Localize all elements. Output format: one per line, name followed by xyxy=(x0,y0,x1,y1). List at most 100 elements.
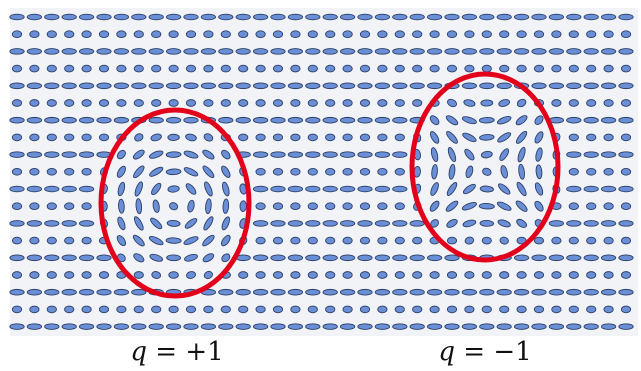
spin-arrow xyxy=(603,202,614,211)
spin-arrow xyxy=(221,216,230,231)
spin-arrow xyxy=(169,202,179,211)
spin-arrow xyxy=(148,82,164,90)
spin-arrow xyxy=(461,48,478,55)
spin-arrow xyxy=(566,48,582,55)
charge-value: = +1 xyxy=(147,337,224,367)
spin-arrow xyxy=(151,271,162,279)
spin-arrow xyxy=(185,30,197,39)
spin-arrow xyxy=(252,254,269,262)
spin-arrow xyxy=(46,236,57,245)
spin-arrow xyxy=(252,220,269,227)
spin-arrow xyxy=(29,30,40,39)
spin-arrow xyxy=(374,116,391,124)
spin-arrow xyxy=(290,236,301,245)
spin-arrow xyxy=(252,82,269,90)
spin-arrow xyxy=(586,305,597,314)
spin-arrow xyxy=(96,48,112,55)
spin-arrow xyxy=(568,64,579,73)
spin-arrow xyxy=(252,288,269,296)
spin-arrow xyxy=(568,202,579,211)
spin-arrow xyxy=(462,183,476,195)
spin-arrow xyxy=(132,234,145,247)
spin-arrow xyxy=(183,48,199,55)
spin-arrow xyxy=(342,99,353,107)
spin-arrow xyxy=(566,323,582,330)
spin-arrow xyxy=(551,99,562,107)
spin-arrow xyxy=(78,48,95,55)
spin-arrow xyxy=(374,323,391,330)
spin-arrow xyxy=(392,288,408,296)
spin-arrow xyxy=(44,288,60,296)
spin-arrow xyxy=(78,13,95,21)
spin-arrow xyxy=(220,234,231,247)
spin-arrow xyxy=(359,30,371,39)
spin-arrow xyxy=(98,271,110,279)
spin-arrow xyxy=(148,116,164,124)
spin-arrow xyxy=(431,164,438,180)
spin-arrow xyxy=(165,116,182,124)
spin-arrow xyxy=(167,185,180,193)
spin-arrow xyxy=(377,64,388,73)
spin-arrow xyxy=(183,236,199,245)
spin-arrow xyxy=(586,202,597,211)
spin-arrow xyxy=(357,288,373,296)
spin-arrow xyxy=(238,30,249,39)
spin-arrow xyxy=(446,236,458,245)
spin-arrow xyxy=(290,30,301,39)
spin-arrow xyxy=(150,217,163,230)
spin-arrow xyxy=(64,236,75,245)
spin-arrow xyxy=(618,151,634,158)
spin-arrow xyxy=(46,202,57,211)
spin-arrow xyxy=(203,30,214,39)
spin-arrow xyxy=(583,13,599,21)
spin-arrow xyxy=(548,288,565,296)
lattice-background xyxy=(10,8,638,336)
spin-arrow xyxy=(203,305,214,314)
spin-arrow xyxy=(61,185,77,193)
spin-arrow xyxy=(322,220,338,227)
spin-arrow xyxy=(29,64,40,73)
spin-arrow xyxy=(568,305,579,314)
spin-arrow xyxy=(98,64,110,73)
spin-arrow xyxy=(479,220,495,227)
spin-arrow xyxy=(152,199,160,213)
spin-arrow xyxy=(499,30,510,39)
spin-arrow xyxy=(98,30,110,39)
spin-arrow xyxy=(409,323,425,330)
spin-arrow xyxy=(305,48,321,55)
spin-arrow xyxy=(29,99,40,107)
spin-arrow xyxy=(165,323,182,330)
spin-arrow xyxy=(548,220,565,227)
spin-arrow xyxy=(9,151,25,158)
spin-arrow xyxy=(339,151,356,158)
spin-arrow xyxy=(96,13,112,21)
spin-arrow xyxy=(516,218,527,228)
spin-arrow xyxy=(133,271,144,279)
spin-arrow xyxy=(81,305,92,314)
spin-arrow xyxy=(481,305,492,314)
spin-arrow xyxy=(461,323,478,330)
spin-arrow xyxy=(61,116,77,124)
charge-label-plus: q = +1 xyxy=(112,336,242,368)
spin-arrow xyxy=(566,288,582,296)
spin-arrow xyxy=(600,288,617,296)
spin-arrow xyxy=(446,182,458,196)
spin-arrow xyxy=(255,64,266,73)
spin-arrow xyxy=(339,82,356,90)
spin-arrow xyxy=(165,13,182,21)
spin-arrow xyxy=(496,115,512,125)
spin-arrow xyxy=(132,149,145,160)
spin-arrow xyxy=(11,305,23,314)
spin-arrow xyxy=(64,133,75,142)
spin-arrow xyxy=(44,48,60,55)
spin-arrow xyxy=(183,116,199,124)
spin-arrow xyxy=(272,167,284,176)
spin-arrow xyxy=(98,133,110,142)
spin-arrow xyxy=(517,146,526,163)
spin-arrow xyxy=(26,220,43,227)
spin-arrow xyxy=(135,198,143,215)
spin-arrow xyxy=(149,253,164,262)
spin-arrow xyxy=(168,305,179,314)
spin-arrow xyxy=(551,236,562,245)
spin-arrow xyxy=(166,254,181,262)
